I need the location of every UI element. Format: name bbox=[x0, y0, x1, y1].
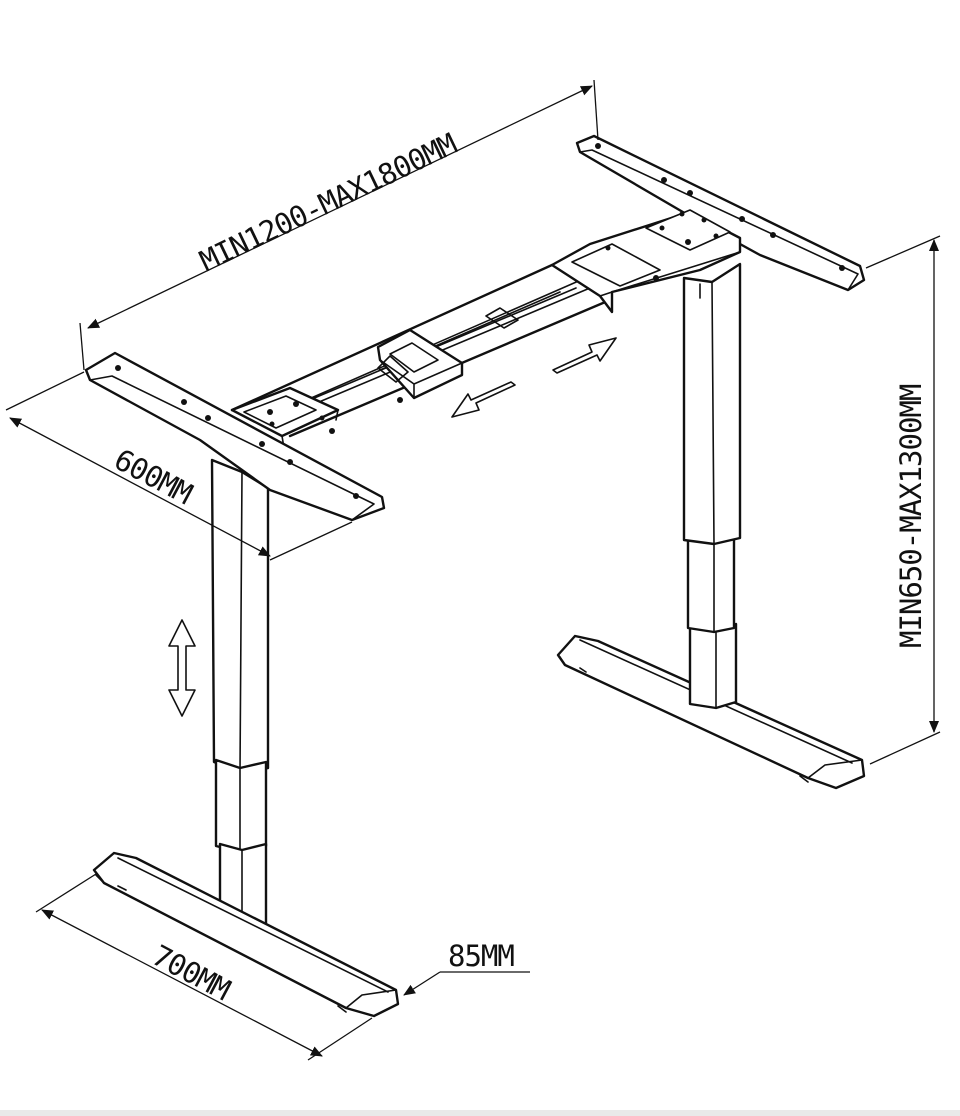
width-range-label: MIN1200-MAX1800MM bbox=[194, 127, 462, 279]
foot-height-label: 85MM bbox=[448, 939, 514, 973]
width-dimension bbox=[79, 79, 599, 371]
height-range-label: MIN650-MAX1300MM bbox=[894, 384, 928, 648]
foot-height-dimension bbox=[403, 971, 530, 996]
right-motor-plate bbox=[645, 209, 731, 251]
foot-length-label: 700MM bbox=[147, 938, 236, 1007]
left-column-middle bbox=[214, 758, 268, 854]
crossbar bbox=[230, 209, 742, 449]
extend-right-arrow-icon bbox=[552, 337, 617, 374]
extend-left-arrow-icon bbox=[451, 381, 516, 418]
depth-label: 600MM bbox=[109, 442, 198, 511]
bottom-edge-strip bbox=[0, 1110, 960, 1116]
vertical-double-arrow-icon bbox=[168, 619, 196, 717]
right-leg bbox=[556, 262, 866, 790]
depth-dimension bbox=[5, 371, 353, 561]
right-column-middle bbox=[686, 534, 736, 634]
foot-length-dimension bbox=[35, 873, 373, 1061]
height-dimension bbox=[865, 235, 941, 765]
right-column-lower bbox=[688, 622, 738, 710]
